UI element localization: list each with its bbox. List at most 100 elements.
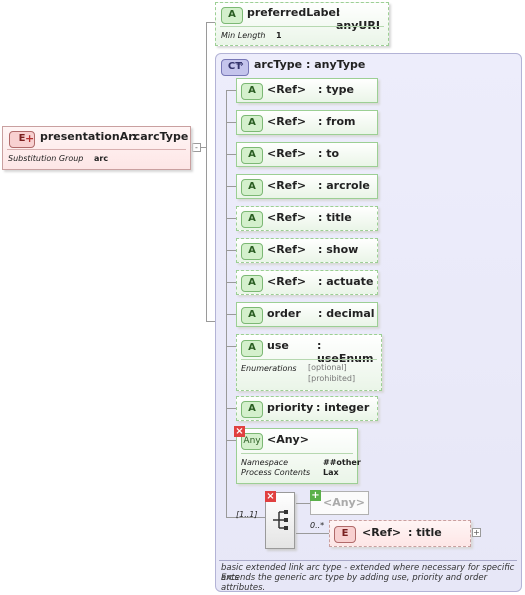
collapse-toggle[interactable]: - — [192, 143, 201, 152]
attribute-name: <Ref> — [267, 211, 307, 224]
documentation-line-1: basic extended link arc type - extended … — [221, 563, 515, 583]
preferred-label-name: preferredLabel — [247, 6, 340, 19]
branch-priority — [226, 408, 236, 409]
min-length-label: Min Length — [221, 31, 266, 40]
priority-attribute-type: : integer — [316, 401, 370, 414]
enumeration-value-prohibited: [prohibited] — [308, 374, 356, 383]
attribute-name: <Ref> — [267, 243, 307, 256]
attribute-name: <Ref> — [267, 83, 307, 96]
prohibited-x-icon: × — [234, 426, 245, 437]
branch-attribute — [226, 314, 236, 315]
attribute-box[interactable]: A <Ref> : show — [236, 238, 378, 263]
attribute-badge: A — [241, 179, 263, 196]
branch-attribute — [226, 90, 236, 91]
sequence-to-ref-line — [296, 533, 330, 534]
root-element-box[interactable]: E + presentationArc : arcType Substituti… — [2, 126, 191, 170]
attribute-badge: A — [241, 115, 263, 132]
substitution-group-label: Substitution Group — [8, 154, 84, 163]
expand-plus-icon: + — [25, 132, 35, 145]
root-element-separator — [7, 149, 186, 150]
preferred-label-type: : anyURI — [336, 6, 380, 32]
any-attribute-box[interactable]: Any <Any> Namespace ##other Process Cont… — [236, 428, 361, 484]
any-attribute-name: <Any> — [267, 433, 309, 446]
attribute-name: <Ref> — [267, 275, 307, 288]
use-attribute-type: : useEnum — [317, 339, 374, 365]
ref-expand-toggle[interactable]: + — [472, 528, 481, 537]
attribute-box[interactable]: A <Ref> : actuate — [236, 270, 378, 295]
branch-preferred-label — [206, 22, 216, 23]
element-badge: E — [9, 131, 35, 148]
process-contents-label: Process Contents — [241, 468, 311, 477]
ref-element-box[interactable]: E <Ref> : title — [329, 520, 471, 547]
branch-attribute — [226, 250, 236, 251]
documentation-separator — [219, 560, 517, 561]
substitution-group-value: arc — [94, 154, 109, 163]
ref-multiplicity: 0..* — [310, 521, 325, 530]
namespace-label: Namespace — [241, 458, 289, 467]
enumeration-value-optional: [optional] — [308, 363, 347, 372]
branch-attribute — [226, 186, 236, 187]
branch-use — [226, 346, 236, 347]
sequence-icon — [273, 510, 288, 530]
attribute-badge: A — [241, 211, 263, 228]
attribute-badge: A — [241, 147, 263, 164]
min-length-value: 1 — [276, 31, 282, 40]
complex-type-type: : anyType — [306, 58, 366, 71]
sequence-multiplicity: [1..1] — [236, 510, 258, 519]
attribute-name: <Ref> — [267, 179, 307, 192]
branch-order — [206, 321, 216, 322]
attribute-type: : from — [318, 115, 356, 128]
attribute-type: : actuate — [318, 275, 374, 288]
branch-any-attribute — [226, 440, 236, 441]
attribute-box[interactable]: A <Ref> : title — [236, 206, 378, 231]
attribute-type: : to — [318, 147, 340, 160]
attribute-badge: A — [241, 275, 263, 292]
attribute-name: <Ref> — [267, 147, 307, 160]
element-badge: E — [334, 526, 356, 543]
use-attribute-name: use — [267, 339, 289, 352]
attribute-type: : show — [318, 243, 359, 256]
attribute-name: order — [267, 307, 301, 320]
attribute-name: <Ref> — [267, 115, 307, 128]
sequence-prohibited-x-icon: × — [265, 491, 276, 502]
branch-attribute — [226, 282, 236, 283]
attribute-box[interactable]: A <Ref> : to — [236, 142, 378, 167]
attribute-type: : type — [318, 83, 354, 96]
attribute-badge: A — [221, 7, 243, 24]
root-element-type: : arcType — [132, 130, 189, 143]
attribute-type: : decimal — [318, 307, 375, 320]
attribute-type: : arcrole — [318, 179, 370, 192]
use-attribute-separator — [241, 359, 377, 360]
attribute-badge: A — [241, 401, 263, 418]
enumerations-label: Enumerations — [241, 364, 297, 373]
ref-element-type: : title — [408, 526, 442, 539]
attribute-box[interactable]: A<Ref>: type — [236, 78, 378, 103]
attribute-badge: A — [241, 307, 263, 324]
attribute-box[interactable]: A <Ref> : from — [236, 110, 378, 135]
branch-attribute — [226, 122, 236, 123]
add-plus-icon: + — [310, 490, 321, 501]
branch-attribute — [226, 218, 236, 219]
any-attribute-separator — [241, 453, 353, 454]
trunk-line — [206, 22, 207, 322]
priority-attribute-box[interactable]: A priority : integer — [236, 396, 378, 421]
attribute-badge: A — [241, 243, 263, 260]
use-attribute-box[interactable]: A use : useEnum Enumerations [optional] … — [236, 334, 382, 391]
branch-attribute — [226, 154, 236, 155]
any-badge: Any — [241, 433, 263, 450]
namespace-value: ##other — [323, 458, 361, 467]
root-element-name: presentationArc — [40, 130, 141, 143]
sequence-to-any-line — [296, 503, 310, 504]
ref-element-name: <Ref> — [362, 526, 402, 539]
attribute-badge: A — [241, 340, 263, 357]
attribute-type: : title — [318, 211, 352, 224]
any-element-label: <Any> — [323, 496, 365, 509]
complex-type-badge: CT — [221, 59, 249, 76]
preferred-label-box[interactable]: A preferredLabel : anyURI Min Length 1 — [215, 2, 389, 46]
complex-type-arrow-icon: ⇒ — [236, 60, 244, 70]
preferred-label-separator — [220, 26, 384, 27]
any-element-box[interactable]: <Any> — [310, 491, 369, 515]
attribute-box[interactable]: A <Ref> : arcrole — [236, 174, 378, 199]
attributes-trunk-line — [226, 90, 227, 517]
